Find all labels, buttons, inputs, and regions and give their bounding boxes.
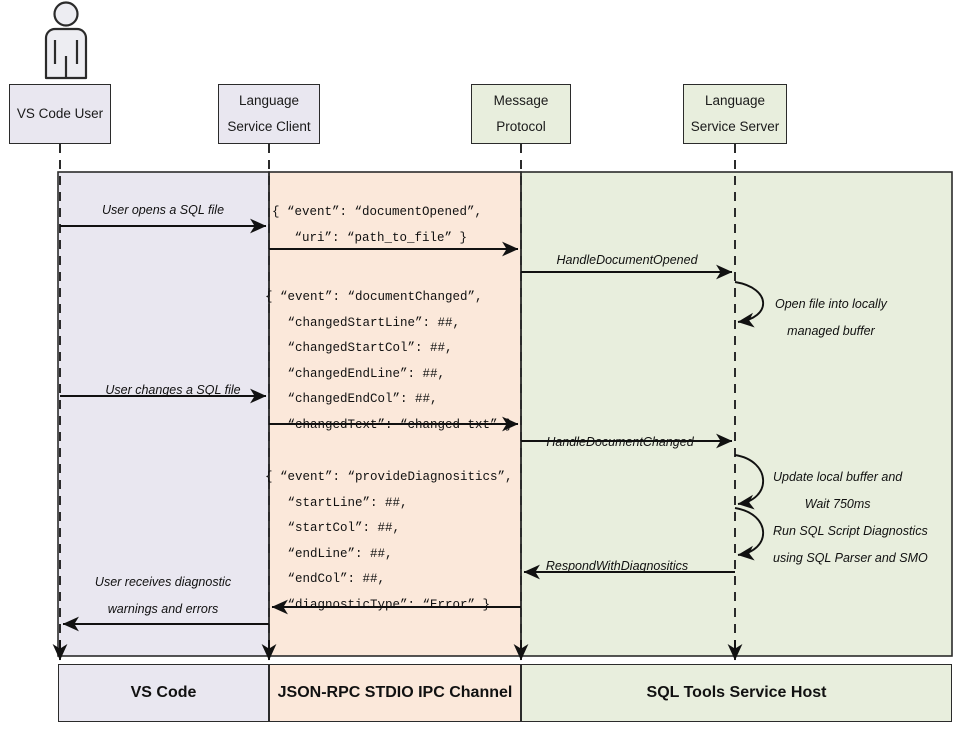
message-arrows [60,218,735,632]
note-open-file-line2: managed buffer [787,324,875,338]
label-handle-document-opened: HandleDocumentOpened [556,253,698,267]
label-respond-with-diagnositics: RespondWithDiagnositics [545,559,689,573]
lifeline-head-protocol-line2: Protocol [496,119,546,134]
lifeline-head-client-line1: Language [238,92,300,108]
footer-label-vscode: VS Code [130,684,197,701]
label-user-opens-file: User opens a SQL file [101,203,225,217]
band-channel [269,172,521,656]
actor-figure [24,0,110,87]
band-vscode [58,172,269,656]
lifeline-head-server-line2: Service Server [690,119,780,134]
lifeline-head-user[interactable]: VS Code User [9,84,111,144]
lifeline-head-server[interactable]: Language Service Server [683,84,787,144]
lifeline-head-protocol-line1: Message [493,92,549,108]
footer-label-channel: JSON-RPC STDIO IPC Channel [277,684,513,701]
label-user-receives-diagnostics-line2: warnings and errors [107,602,219,616]
lifeline-head-user-line1: VS Code User [16,105,104,121]
lifeline-head-server-line1: Language [704,92,766,108]
self-loop-arrows [734,281,764,561]
footer-label-host: SQL Tools Service Host [646,684,827,701]
payload-document-changed: { “event”: “documentChanged”, “changedSt… [265,290,513,432]
note-run-diagnostics: Run SQL Script Diagnostics using SQL Par… [773,518,928,572]
note-run-diagnostics-line1: Run SQL Script Diagnostics [773,524,928,538]
payload-document-opened: { “event”: “documentOpened”, “uri”: “pat… [272,205,483,245]
footer-cell-host[interactable]: SQL Tools Service Host [521,664,952,722]
footer-cell-vscode[interactable]: VS Code [58,664,269,722]
note-update-wait-line1: Update local buffer and [773,470,903,484]
footer-cell-channel[interactable]: JSON-RPC STDIO IPC Channel [269,664,521,722]
label-handle-document-changed: HandleDocumentChanged [546,435,694,449]
band-outlines [57,171,953,657]
note-open-file-line1: Open file into locally [775,297,887,311]
self-loop-open-file [734,281,764,328]
note-open-file: Open file into locally managed buffer [775,291,887,345]
note-update-wait: Update local buffer and Wait 750ms [773,464,902,518]
lifeline-head-client[interactable]: Language Service Client [218,84,320,144]
self-loop-update-wait [734,454,764,510]
lifeline-head-protocol[interactable]: Message Protocol [471,84,571,144]
label-user-changes-file: User changes a SQL file [105,383,241,397]
lifeline-terminators [52,640,743,661]
lifeline-head-client-line2: Service Client [227,119,311,134]
label-user-receives-diagnostics-line1: User receives diagnostic [94,575,232,589]
band-host [521,172,952,656]
note-update-wait-line2: Wait 750ms [804,497,871,511]
self-loop-run-diag [734,507,764,561]
payload-provide-diagnositics: { “event”: “provideDiagnositics”, “start… [265,470,513,612]
note-run-diagnostics-line2: using SQL Parser and SMO [773,551,928,565]
